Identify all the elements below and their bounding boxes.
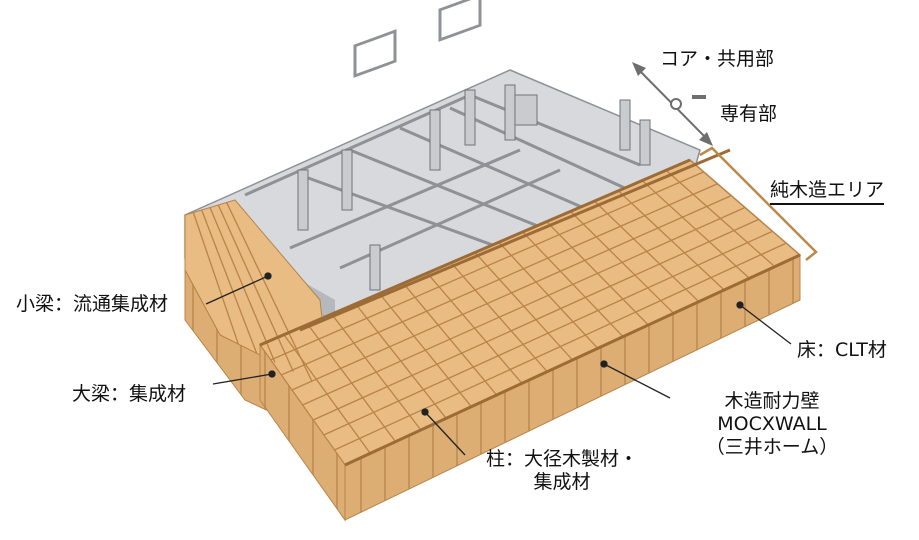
floor-label: 床：CLT材 (797, 339, 887, 361)
bracket-icon (699, 146, 818, 261)
beam-line (312, 218, 760, 421)
timber-girders (259, 148, 801, 467)
wall-label-line2: MOCXWALL (717, 412, 827, 435)
timber-beams (192, 169, 787, 454)
pure-wood-area-label: 純木造エリア (770, 179, 885, 205)
beam-line (270, 171, 705, 361)
core-columns (297, 84, 651, 291)
left-joist-line (226, 202, 313, 382)
wall-label-line1: 木造耐力壁 (724, 390, 820, 412)
column-label-line2: 集成材 (533, 470, 591, 493)
left-joist-line (217, 204, 294, 372)
beam-line (291, 195, 732, 391)
beam-line (302, 206, 746, 406)
beam-line (280, 183, 718, 376)
beam-line (323, 230, 773, 436)
left-joist-line (201, 209, 258, 354)
left-joist-line (192, 212, 239, 345)
left-joist-line (209, 207, 276, 363)
wall-label: 木造耐力壁 MOCXWALL （三井ホーム） (672, 390, 872, 458)
double-arrow-divider-icon (632, 62, 713, 146)
column-label: 柱：大径木製材・ 集成材 (462, 448, 662, 494)
small-beam-label: 小梁：流通集成材 (16, 293, 169, 315)
core-area-label: コア・共用部 (660, 48, 775, 70)
large-beam-label: 大梁：集成材 (72, 383, 187, 405)
core-walls (244, 0, 641, 270)
column-label-line1: 柱：大径木製材・ (485, 448, 638, 470)
wall-label-line3: （三井ホーム） (705, 435, 839, 458)
leader-lines (205, 272, 792, 456)
beam-line (334, 242, 787, 451)
private-area-label: 専有部 (720, 103, 778, 125)
